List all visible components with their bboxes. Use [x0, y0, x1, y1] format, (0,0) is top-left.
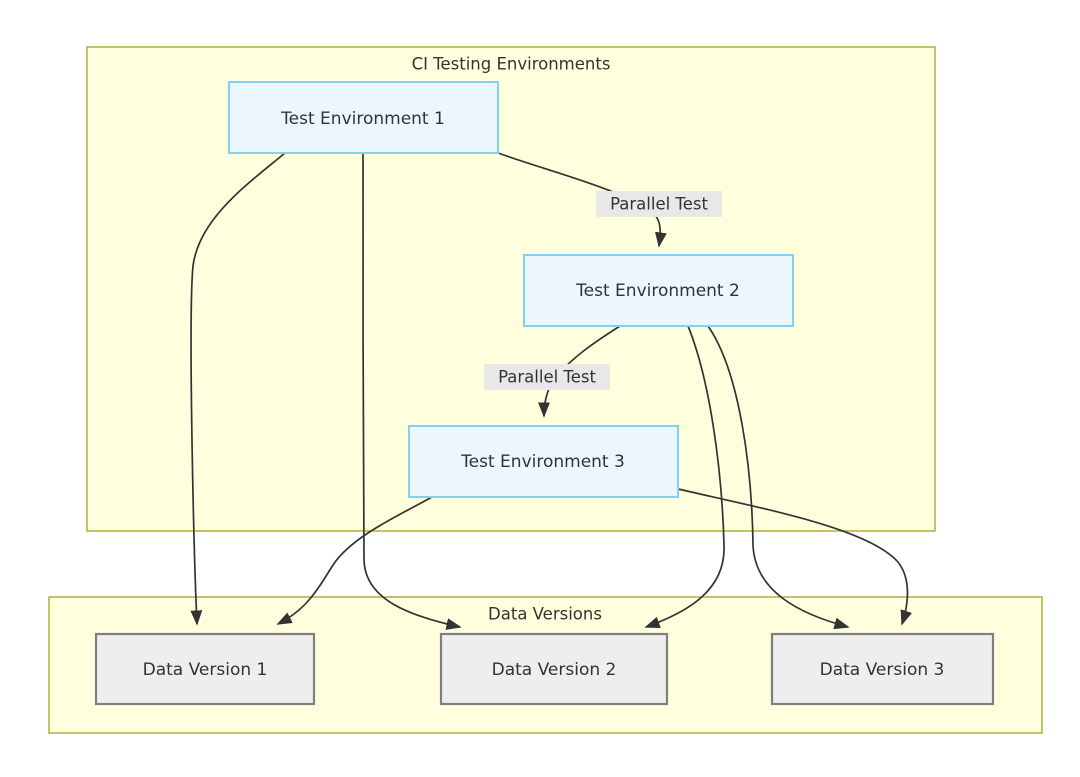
cluster-title-ci-testing-environments: CI Testing Environments	[412, 55, 611, 74]
node-box-test-environment-2[interactable]	[523, 254, 794, 327]
edge-label-bg-te2-to-te3	[484, 364, 610, 390]
node-test-environment-1[interactable]: Test Environment 1	[228, 81, 499, 154]
edge-te1-to-dv1	[190, 152, 286, 626]
node-box-data-version-3[interactable]	[770, 632, 995, 706]
node-group: Test Environment 1 Test Environment 2 Test…	[94, 81, 995, 706]
node-box-data-version-1[interactable]	[94, 632, 316, 706]
node-label-data-version-2: Data Version 2	[492, 660, 617, 680]
node-box-test-environment-1[interactable]	[228, 81, 499, 154]
node-label-test-environment-3: Test Environment 3	[460, 452, 625, 472]
node-label-data-version-3: Data Version 3	[820, 660, 945, 680]
node-label-test-environment-1: Test Environment 1	[280, 109, 445, 129]
cluster-title-data-versions: Data Versions	[488, 605, 602, 624]
edge-te3-to-dv1	[276, 496, 433, 625]
node-box-test-environment-3[interactable]	[408, 425, 679, 498]
edge-label-te1-to-te2: Parallel Test	[596, 191, 722, 217]
node-data-version-1[interactable]: Data Version 1	[94, 632, 316, 706]
edge-label-text-te1-to-te2: Parallel Test	[610, 195, 708, 214]
edge-label-bg-te1-to-te2	[596, 191, 722, 217]
node-data-version-2[interactable]: Data Version 2	[439, 632, 669, 706]
node-box-data-version-2[interactable]	[439, 632, 669, 706]
node-test-environment-3[interactable]: Test Environment 3	[408, 425, 679, 498]
edge-te2-to-dv2	[644, 325, 725, 629]
edge-label-text-te2-to-te3: Parallel Test	[498, 368, 596, 387]
node-label-test-environment-2: Test Environment 2	[575, 281, 740, 301]
edge-label-te2-to-te3: Parallel Test	[484, 364, 610, 390]
edge-te2-to-dv3	[707, 325, 850, 630]
node-test-environment-2[interactable]: Test Environment 2	[523, 254, 794, 327]
node-label-data-version-1: Data Version 1	[143, 660, 268, 680]
edge-te1-to-dv2	[362, 152, 462, 630]
node-data-version-3[interactable]: Data Version 3	[770, 632, 995, 706]
edge-te3-to-dv3	[677, 488, 912, 626]
